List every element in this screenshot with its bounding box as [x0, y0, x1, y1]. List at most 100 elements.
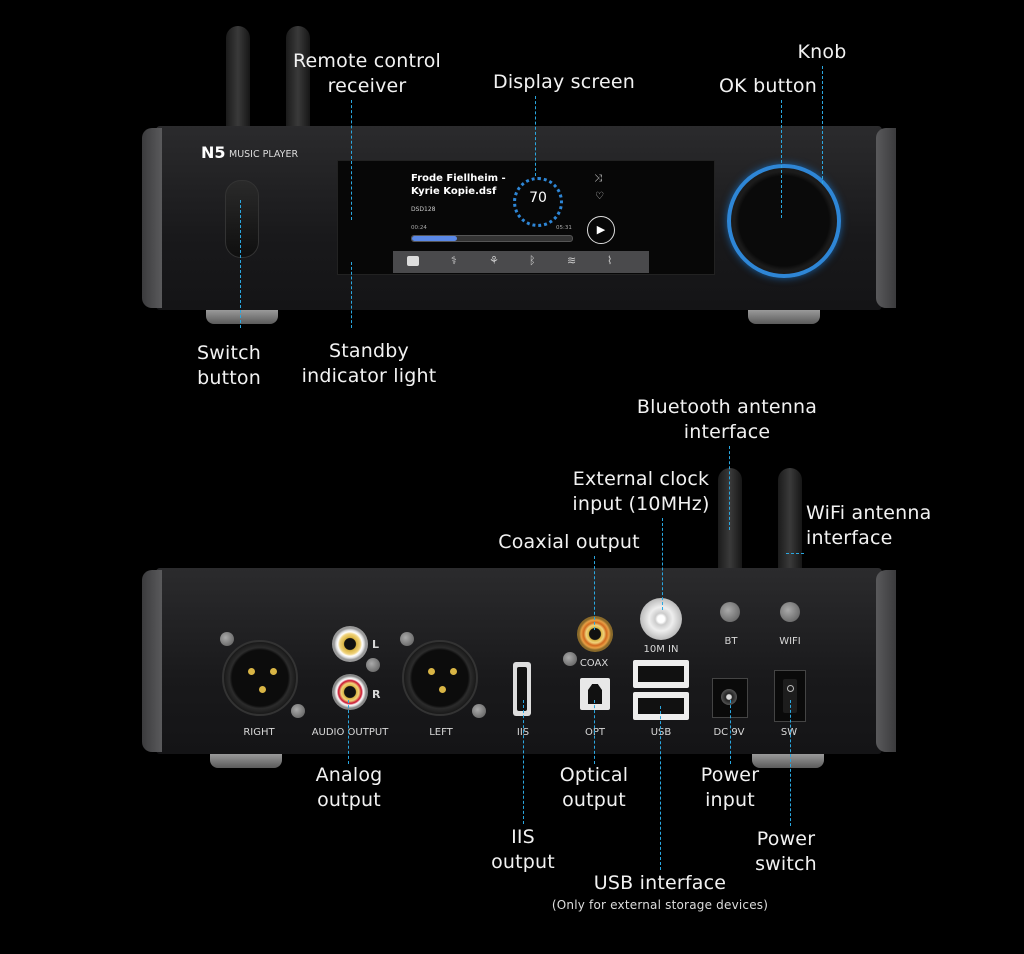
leader-coax — [594, 556, 595, 630]
screen-track-line1: Frode Fiellheim - — [411, 173, 506, 184]
callout-optical-line1: Optical — [559, 764, 629, 786]
callout-clock-line1: External clock — [572, 468, 710, 490]
callout-bt-antenna: Bluetooth antenna interface — [632, 395, 822, 445]
callout-wifi-line2: interface — [806, 527, 893, 549]
settings-icon[interactable]: ⌇ — [607, 254, 613, 267]
callout-power-switch: Power switch — [746, 827, 826, 877]
callout-power-in-line2: input — [705, 789, 755, 811]
callout-power-in-line1: Power — [700, 764, 760, 786]
screw — [563, 652, 577, 666]
label-sw: SW — [780, 727, 798, 738]
usb-icon[interactable]: ⚕ — [451, 254, 457, 267]
iis-port[interactable] — [513, 662, 531, 716]
callout-bt-line1: Bluetooth antenna — [636, 396, 818, 418]
source-home-icon[interactable] — [407, 256, 419, 266]
label-right: RIGHT — [243, 727, 275, 738]
callout-ok-button: OK button — [719, 75, 817, 97]
screw — [220, 632, 234, 646]
leader-switch — [240, 200, 241, 328]
xlr-left-port[interactable] — [402, 640, 478, 716]
display-screen: Frode Fiellheim - Kyrie Kopie.dsf DSD128… — [337, 160, 715, 275]
wifi-connector[interactable] — [780, 602, 800, 622]
rca-left-port[interactable] — [332, 626, 368, 662]
callout-optical-output: Optical output — [548, 763, 640, 813]
callout-analog-output: Analog output — [304, 763, 394, 813]
xlr-pin — [439, 686, 446, 693]
leader-ok — [781, 100, 782, 218]
callout-bt-line2: interface — [683, 421, 771, 443]
callout-standby-line1: Standby — [329, 340, 409, 362]
callout-standby-light: Standby indicator light — [296, 339, 442, 389]
optical-port[interactable] — [580, 678, 610, 710]
volume-knob[interactable] — [727, 164, 841, 278]
power-switch[interactable] — [774, 670, 806, 722]
xlr-right-port[interactable] — [222, 640, 298, 716]
callout-analog-line1: Analog — [315, 764, 383, 786]
rca-right-port[interactable] — [332, 674, 368, 710]
bt-connector[interactable] — [720, 602, 740, 622]
screw — [472, 704, 486, 718]
volume-value: 70 — [529, 190, 547, 206]
leader-remote — [351, 100, 352, 220]
label-wifi: WIFI — [779, 636, 801, 647]
label-left: LEFT — [429, 727, 453, 738]
callout-optical-line2: output — [562, 789, 626, 811]
switch-button[interactable] — [225, 180, 259, 258]
coax-port[interactable] — [577, 616, 613, 652]
network-icon[interactable]: ⚘ — [489, 254, 499, 267]
screw — [291, 704, 305, 718]
callout-usb-note: (Only for external storage devices) — [551, 898, 769, 912]
leader-bt — [729, 446, 730, 530]
screw — [400, 632, 414, 646]
callout-iis-line2: output — [491, 851, 555, 873]
callout-clock-input: External clock input (10MHz) — [568, 467, 714, 517]
leader-analog — [348, 700, 349, 764]
xlr-pin — [428, 668, 435, 675]
rear-foot-right — [752, 754, 824, 768]
xlr-pin — [450, 668, 457, 675]
play-button[interactable]: ▶ — [587, 216, 615, 244]
label-opt: OPT — [584, 727, 605, 738]
leader-wifi — [786, 553, 804, 554]
callout-display-screen: Display screen — [493, 71, 636, 93]
callout-iis-line1: IIS — [511, 826, 535, 848]
screw — [366, 658, 380, 672]
usb-port-top[interactable] — [633, 660, 689, 688]
leader-display — [535, 96, 536, 176]
callout-usb-interface: USB interface — [593, 872, 727, 894]
callout-power-sw-line1: Power — [756, 828, 816, 850]
label-dc: DC 9V — [713, 727, 745, 738]
screen-bottom-bar: ⚕ ⚘ ᛒ ≋ ⌇ — [393, 251, 649, 273]
callout-iis-output: IIS output — [484, 825, 562, 875]
label-bt: BT — [724, 636, 738, 647]
clock-input-port[interactable] — [640, 598, 682, 640]
callout-wifi-line1: WiFi antenna — [806, 502, 932, 524]
callout-coax: Coaxial output — [498, 531, 640, 553]
progress-track[interactable] — [411, 235, 573, 242]
screen-format: DSD128 — [411, 206, 436, 213]
rear-side-right — [876, 570, 896, 752]
label-coax: COAX — [579, 658, 609, 669]
leader-usb — [660, 706, 661, 870]
front-foot-right — [748, 310, 820, 324]
usb-port-bottom[interactable] — [633, 692, 689, 720]
callout-analog-line2: output — [317, 789, 381, 811]
leader-knob — [822, 66, 823, 184]
label-usb: USB — [650, 727, 672, 738]
label-r: R — [372, 688, 381, 701]
label-audio-output: AUDIO OUTPUT — [311, 727, 389, 738]
callout-knob: Knob — [797, 41, 847, 63]
front-foot-left — [206, 310, 278, 324]
xlr-pin — [259, 686, 266, 693]
shuffle-icon[interactable]: ⤨ — [594, 173, 602, 184]
bluetooth-icon[interactable]: ᛒ — [529, 254, 536, 267]
front-side-right — [876, 128, 896, 308]
callout-clock-line2: input (10MHz) — [572, 493, 710, 515]
callout-remote-line1: Remote control — [292, 50, 441, 72]
heart-icon[interactable]: ♡ — [595, 191, 604, 202]
wifi-icon[interactable]: ≋ — [567, 254, 577, 267]
callout-switch-button: Switch button — [188, 341, 270, 391]
label-l: L — [372, 638, 380, 651]
callout-switch-line1: Switch — [196, 342, 262, 364]
callout-standby-line2: indicator light — [301, 365, 437, 387]
